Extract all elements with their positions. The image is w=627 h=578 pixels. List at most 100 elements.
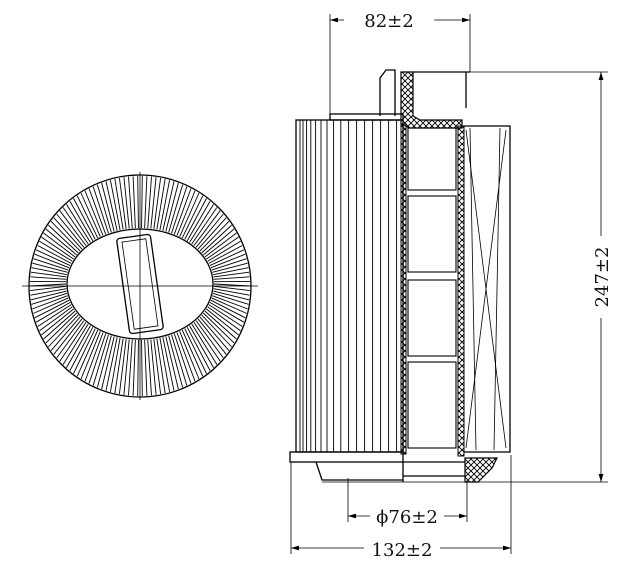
pleat-line — [59, 210, 87, 246]
pleat-line — [213, 271, 250, 278]
bottom-rim — [315, 461, 404, 482]
pleat-line — [186, 201, 211, 242]
pleat-line — [101, 336, 115, 390]
pleat-line — [123, 339, 130, 395]
top-seal — [400, 71, 463, 129]
neck — [379, 69, 396, 116]
pleat-line — [35, 249, 71, 266]
pleat-line — [132, 176, 136, 229]
pleat-line — [206, 308, 239, 336]
pleat-line — [62, 323, 89, 365]
tube-window — [407, 127, 457, 191]
pleat-line — [92, 334, 109, 386]
pleat-line — [56, 213, 85, 248]
pleat-line — [147, 339, 152, 396]
pleat-line — [147, 176, 152, 229]
pleat-line — [209, 302, 245, 323]
pleat-line — [34, 299, 70, 319]
pleat-line — [69, 326, 94, 371]
pleat-line — [48, 224, 79, 254]
pleat-line — [41, 236, 74, 260]
pleat-line — [165, 336, 179, 390]
pleat-line — [191, 323, 218, 365]
pleat-line — [39, 306, 73, 332]
pleat-line — [212, 292, 249, 305]
pleat-line — [33, 258, 69, 271]
pleat-line — [162, 181, 175, 231]
dim-outer-diameter: 132±2 — [372, 540, 433, 561]
pleat-line — [45, 228, 77, 256]
pleat-line — [80, 192, 101, 237]
pleat-line — [30, 276, 67, 280]
pleat-line — [73, 198, 96, 240]
pleat-line — [189, 204, 214, 243]
pleat-line — [31, 267, 68, 276]
pleat-line — [73, 328, 96, 374]
pleat-line — [195, 213, 224, 248]
outer-tube-wall — [457, 125, 465, 457]
pleat-line — [50, 221, 81, 252]
pleat-line — [128, 339, 133, 396]
pleat-line — [179, 192, 200, 237]
pleat-line — [193, 210, 221, 246]
pleat-line — [53, 217, 83, 250]
pleat-line — [212, 267, 249, 276]
pleat-line — [118, 338, 127, 395]
dimension-132: 132±2 — [290, 455, 512, 561]
pleat-line — [181, 329, 204, 377]
pleat-line — [62, 207, 89, 245]
pleat-line — [144, 339, 148, 396]
pleat-line — [213, 276, 250, 280]
pleat-line — [76, 195, 99, 239]
pleat-line — [156, 338, 166, 394]
dim-inner-diameter: ϕ76±2 — [376, 507, 438, 528]
pleat-line — [162, 337, 175, 391]
dimension-247: 247±2 — [592, 72, 613, 482]
pleat-line — [80, 331, 101, 380]
pleat-line — [211, 297, 247, 314]
pleat-line — [50, 316, 81, 351]
pleat-line — [76, 329, 99, 377]
pleat-line — [34, 253, 70, 269]
pleat-line — [203, 228, 235, 256]
pleat-line — [197, 217, 227, 250]
pleat-line — [159, 337, 171, 393]
pleat-line — [43, 232, 76, 258]
pleat-line — [168, 184, 184, 233]
pleat-line — [88, 188, 107, 235]
pleat-line — [96, 335, 112, 388]
pleat-line — [37, 245, 72, 264]
pleat-line — [212, 262, 248, 273]
pleat-line — [171, 334, 188, 386]
pleat-line — [206, 236, 239, 260]
pleat-line — [30, 288, 67, 296]
bottom-cap — [289, 451, 404, 463]
pleat-line — [69, 201, 94, 242]
pleat-line — [213, 285, 250, 292]
pleat-line — [209, 249, 245, 266]
radial-pleats — [29, 176, 251, 396]
pleat-line — [109, 179, 121, 231]
pleat-line — [66, 325, 91, 368]
tube-window — [407, 279, 457, 357]
pleat-line — [84, 190, 104, 236]
pleat-line — [56, 320, 85, 359]
pleat-line — [144, 176, 148, 229]
pleat-line — [33, 297, 69, 314]
pleat-line — [35, 302, 71, 323]
pleat-line — [153, 177, 162, 230]
pleat-line — [66, 204, 91, 243]
pleat-line — [137, 176, 139, 229]
pleat-line — [176, 190, 196, 236]
pleat-line — [208, 304, 243, 327]
pleat-line — [84, 332, 104, 382]
dim-height: 247±2 — [592, 247, 613, 308]
pleat-line — [137, 339, 139, 396]
pleat-line — [197, 318, 227, 355]
pleat-line — [189, 325, 214, 368]
pleat-line — [213, 290, 250, 301]
pleat-line — [193, 322, 221, 362]
pleat-line — [191, 207, 218, 245]
pleat-line — [173, 333, 192, 384]
